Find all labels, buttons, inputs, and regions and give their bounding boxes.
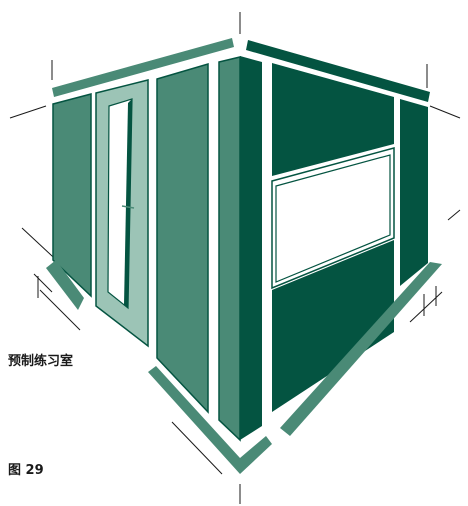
roof-edge-right	[246, 40, 430, 102]
corner-post	[240, 56, 262, 440]
guide-line-bottom-diag	[171, 421, 223, 475]
base-bracket-right	[280, 262, 442, 436]
door	[95, 79, 149, 348]
right-wall-upper-panel	[272, 63, 394, 176]
right-wall	[240, 56, 428, 440]
left-wall-panel-1	[52, 93, 92, 298]
guide-line-left-diag-2	[33, 273, 53, 293]
right-wall-lower-panel	[272, 240, 394, 412]
guide-line-right-diag-2	[409, 291, 443, 323]
base-bracket-bottom	[148, 366, 272, 474]
right-wall-side-panel	[400, 99, 428, 286]
figure-label: 图 29	[8, 463, 44, 478]
construction-lines	[9, 12, 461, 504]
left-wall-panel-3	[156, 62, 209, 414]
guide-line-left-diag-3	[39, 289, 81, 331]
left-wall	[52, 56, 241, 442]
door-handle-icon	[121, 205, 135, 209]
door-shadow	[124, 99, 132, 308]
corner-panel	[218, 56, 241, 442]
guide-line-left-short	[9, 105, 47, 119]
diagram-title: 预制练习室	[8, 354, 74, 369]
base-bracket-left	[46, 260, 84, 310]
guide-line-right-short	[429, 105, 461, 119]
roof-edge-left	[52, 38, 234, 97]
guide-line-right-diag-1	[447, 209, 461, 221]
window	[271, 147, 395, 290]
window-glass	[275, 154, 391, 283]
